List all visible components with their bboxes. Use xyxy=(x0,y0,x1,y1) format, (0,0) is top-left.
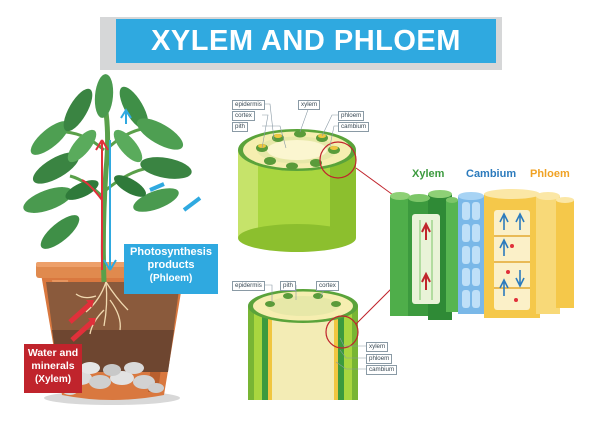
roots xyxy=(75,281,129,335)
phloem-header: Phloem xyxy=(530,168,570,180)
cross-label-cambium: cambium xyxy=(338,122,370,132)
leaf-arrow-2 xyxy=(149,182,165,192)
page-title: XYLEM AND PHLOEM xyxy=(151,24,461,57)
food-transport-arrows xyxy=(103,108,132,271)
cross-label-cortex: cortex xyxy=(232,111,255,121)
water-transport-arrows xyxy=(81,139,109,270)
root-arrow-1 xyxy=(68,302,92,324)
stem-longitudinal-section xyxy=(248,277,403,400)
title-banner: XYLEM AND PHLOEM xyxy=(116,19,496,63)
plant-stem xyxy=(100,99,111,283)
water-line3: (Xylem) xyxy=(34,374,72,385)
longitudinal-zoom-circle xyxy=(325,315,359,349)
long-label-pith: pith xyxy=(280,281,296,291)
cross-label-pith: pith xyxy=(232,122,248,132)
cross-label-epidermis: epidermis xyxy=(232,100,265,110)
cross-label-phloem: phloem xyxy=(338,111,365,121)
leaf-arrow-1 xyxy=(182,196,202,212)
photosynthesis-line2: products xyxy=(147,259,195,271)
cambium-header: Cambium xyxy=(466,168,517,180)
long-label-phloem: phloem xyxy=(366,354,393,364)
xylem-tubes xyxy=(390,190,458,320)
water-minerals-label-box: Water and minerals (Xylem) xyxy=(24,344,82,393)
stem-cross-section-3d xyxy=(238,103,401,252)
water-line2: minerals xyxy=(31,360,75,372)
water-line1: Water and xyxy=(27,347,79,359)
root-arrow-2 xyxy=(70,320,94,342)
leaves xyxy=(23,74,192,249)
photosynthesis-label-box: Photosynthesis products (Phloem) xyxy=(124,244,218,294)
soil xyxy=(46,282,180,342)
vascular-bundles xyxy=(256,130,340,170)
long-label-cambium: cambium xyxy=(366,365,398,375)
xylem-header: Xylem xyxy=(412,168,445,180)
photosynthesis-line3: (Phloem) xyxy=(149,273,193,284)
plant-illustration xyxy=(23,74,202,405)
long-label-xylem: xylem xyxy=(366,342,389,352)
phloem-tubes xyxy=(484,189,574,318)
cross-label-xylem: xylem xyxy=(298,100,321,110)
cambium-cells xyxy=(458,192,484,314)
cross-section-zoom-circle xyxy=(319,141,357,179)
long-label-epidermis: epidermis xyxy=(232,281,265,291)
zoomed-vascular-tissue xyxy=(390,189,574,320)
photosynthesis-line1: Photosynthesis xyxy=(130,246,212,258)
long-label-cortex: cortex xyxy=(316,281,339,291)
